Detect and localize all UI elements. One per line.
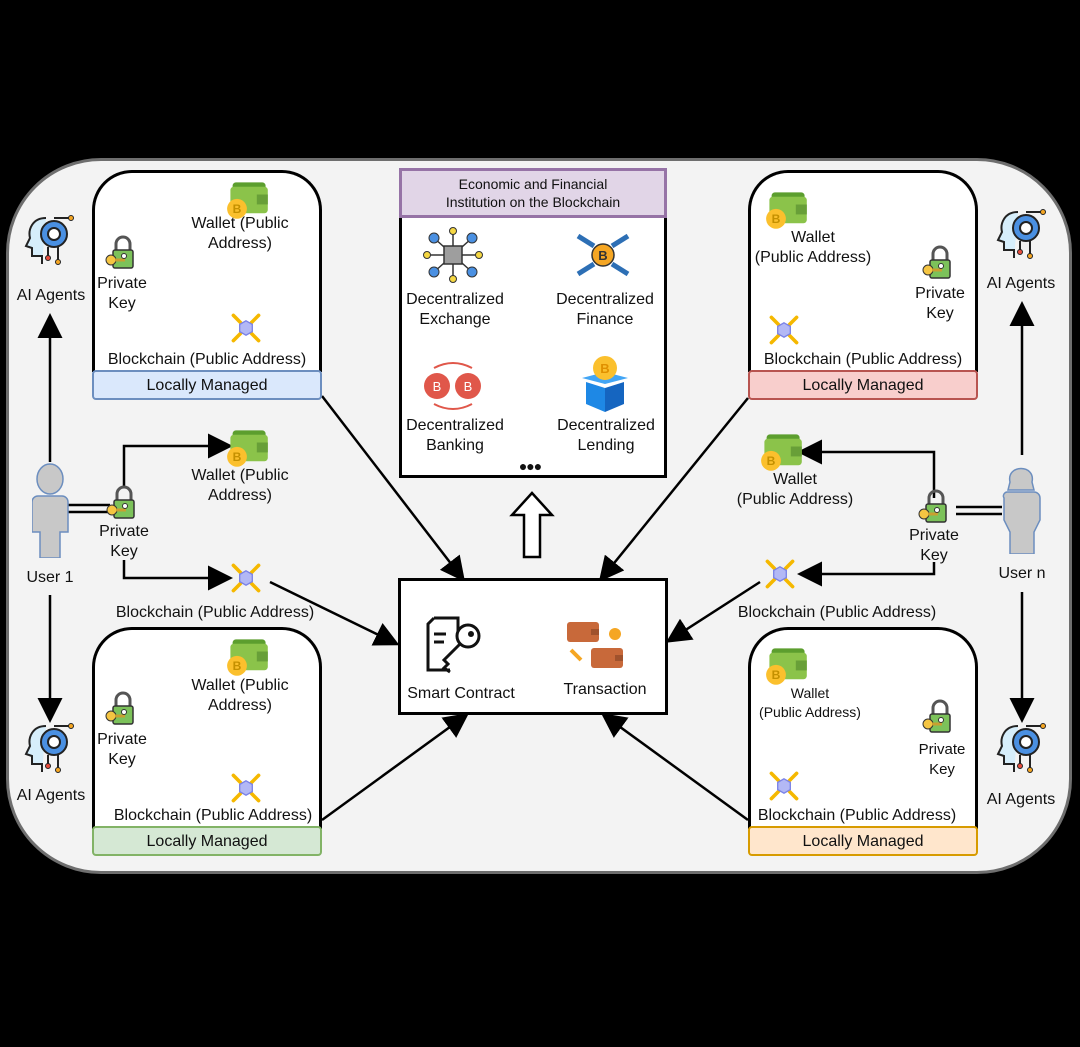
network-cube-icon — [423, 227, 483, 283]
user1-bottom-card — [92, 627, 322, 829]
core-box — [398, 578, 668, 715]
svg-text:B: B — [433, 379, 442, 394]
blockchain-label: Blockchain (Public Address) — [107, 351, 307, 368]
ai-agents-label: AI Agents — [16, 787, 86, 804]
ai-agent-icon — [996, 720, 1046, 776]
ai-agents-label: AI Agents — [986, 791, 1056, 808]
bitcoin-exchange-icon: B B — [424, 362, 481, 410]
more-services-ellipsis: ●●● — [518, 458, 542, 474]
transaction-label: Transaction — [563, 681, 647, 698]
ai-agent-icon — [24, 212, 74, 268]
private-key-icon — [916, 488, 956, 528]
blockchain-label: Blockchain (Public Address) — [763, 351, 963, 368]
svg-text:B: B — [464, 379, 473, 394]
blockchain-label: Blockchain (Public Address) — [113, 807, 313, 824]
ai-agent-icon — [24, 720, 74, 776]
private-key-icon — [103, 234, 143, 274]
user1-avatar-icon — [32, 463, 69, 558]
locally-managed-badge: Locally Managed — [92, 826, 322, 856]
ai-agent-icon — [996, 206, 1046, 262]
locally-managed-badge: Locally Managed — [748, 370, 978, 400]
transaction-icon — [567, 622, 623, 668]
blockchain-icon — [228, 560, 264, 596]
svg-text:B: B — [598, 248, 607, 263]
locally-managed-badge: Locally Managed — [92, 370, 322, 400]
wallet-label: Wallet(Public Address) — [754, 229, 872, 266]
wallet-icon — [760, 432, 804, 472]
locally-managed-badge: Locally Managed — [748, 826, 978, 856]
private-key-icon — [104, 484, 144, 524]
ai-agents-label: AI Agents — [16, 287, 86, 304]
bitcoin-arrows-icon: B — [576, 233, 630, 277]
private-key-icon — [920, 698, 960, 738]
bitcoin-box-icon: B — [582, 356, 628, 412]
wallet-icon — [765, 646, 809, 686]
blockchain-label: Blockchain (Public Address) — [737, 604, 937, 621]
smart-contract-label: Smart Contract — [407, 685, 515, 702]
wallet-icon — [226, 428, 270, 468]
wallet-icon — [226, 637, 270, 677]
smart-contract-icon — [426, 616, 481, 674]
svg-text:B: B — [600, 361, 609, 376]
blockchain-icon — [766, 312, 802, 348]
blockchain-label: Blockchain (Public Address) — [757, 807, 957, 824]
user1-top-card — [92, 170, 322, 372]
wallet-label: Wallet(Public Address) — [736, 471, 854, 508]
institution-box — [399, 168, 667, 478]
private-key-icon — [920, 244, 960, 284]
ai-agents-label: AI Agents — [986, 275, 1056, 292]
usern-label: User n — [998, 565, 1046, 582]
wallet-label: Wallet(Public Address) — [759, 685, 861, 720]
blockchain-label: Blockchain (Public Address) — [115, 604, 315, 621]
blockchain-icon — [766, 768, 802, 804]
wallet-icon — [765, 190, 809, 230]
private-key-icon — [103, 690, 143, 730]
usern-avatar-icon — [1002, 467, 1041, 554]
blockchain-icon — [228, 310, 264, 346]
blockchain-icon — [228, 770, 264, 806]
user1-label: User 1 — [26, 569, 74, 586]
blockchain-icon — [762, 556, 798, 592]
